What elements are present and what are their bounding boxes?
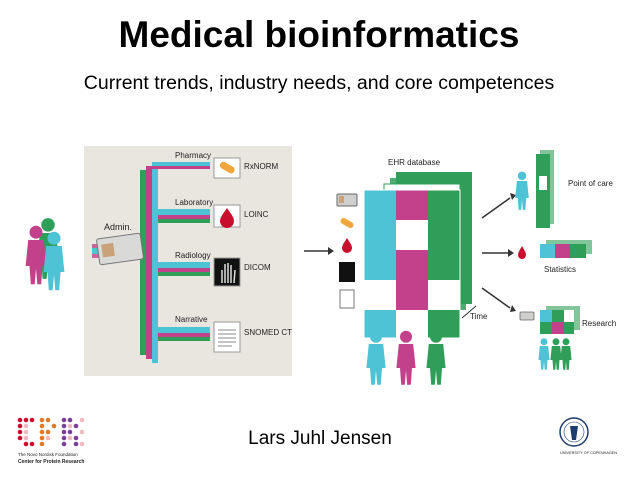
cpr-logo-mark [17, 417, 85, 447]
ehr-database-label: EHR database [388, 158, 441, 167]
source-label-pharmacy: Pharmacy [175, 151, 211, 160]
research-output [519, 306, 580, 370]
patients-group-left [25, 218, 65, 291]
ehr-grid-front [363, 189, 461, 339]
document-small-icon [339, 289, 355, 309]
cpr-logo-line2: Center for Protein Research [18, 459, 84, 465]
standard-snomed: SNOMED CT [244, 328, 292, 337]
pill-small-icon [340, 218, 354, 228]
pill-icon [213, 157, 241, 179]
id-card-icon [336, 193, 358, 207]
output-arrows [481, 193, 516, 312]
blood-drop-icon [213, 204, 241, 228]
output-point-of-care: Point of care [568, 179, 613, 188]
patients-group-center [366, 330, 446, 385]
blood-drop-small-icon [342, 238, 352, 253]
admin-label: Admin. [104, 222, 132, 232]
cpr-logo-line1: The Novo Nordisk Foundation [18, 452, 78, 457]
ehr-input-icons [336, 193, 358, 309]
university-logo-text: UNIVERSITY OF COPENHAGEN [560, 451, 617, 455]
source-label-radiology: Radiology [175, 251, 211, 260]
author-name: Lars Juhl Jensen [248, 428, 392, 449]
source-label-narrative: Narrative [175, 315, 208, 324]
arrow-to-ehr [304, 247, 334, 255]
point-of-care-output [515, 150, 554, 228]
output-research: Research [582, 319, 616, 328]
statistics-output [518, 240, 592, 259]
xray-small-icon [339, 262, 355, 282]
output-statistics: Statistics [544, 265, 576, 274]
university-seal-logo [559, 417, 589, 447]
ehr-database-stack [363, 172, 477, 339]
admin-id-card [96, 232, 144, 266]
xray-hand-icon [213, 257, 241, 287]
standard-loinc: LOINC [244, 210, 269, 219]
slide-subtitle: Current trends, industry needs, and core… [83, 72, 555, 94]
standard-rxnorm: RxNORM [244, 162, 279, 171]
time-label: Time [470, 312, 488, 321]
document-icon [213, 321, 241, 353]
source-label-laboratory: Laboratory [175, 198, 213, 207]
standard-dicom: DICOM [244, 263, 271, 272]
slide-title: Medical bioinformatics [118, 14, 520, 55]
